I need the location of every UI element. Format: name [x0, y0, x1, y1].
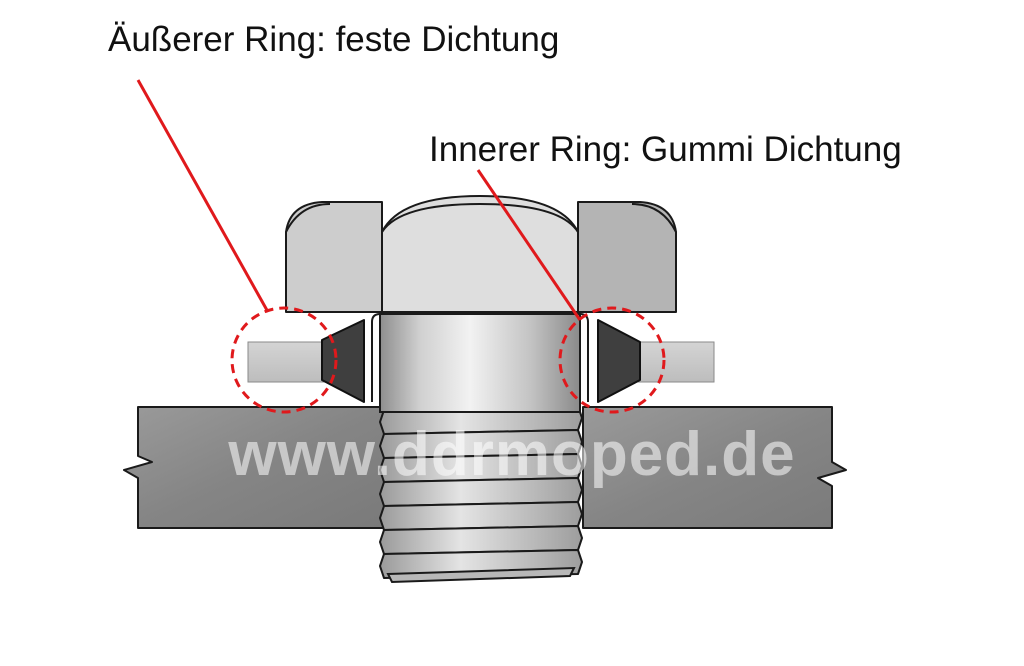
- hex-face-left: [285, 201, 383, 313]
- callout-circle-outer: [230, 306, 338, 414]
- hex-face-right: [577, 201, 677, 313]
- outer-ring-left: [247, 341, 327, 383]
- screw-shank: [379, 313, 581, 413]
- screw-head: [285, 195, 677, 313]
- outer-ring-seal: [247, 341, 715, 383]
- housing-plate: [123, 406, 847, 529]
- callout-inner: [476, 169, 666, 414]
- inner-ring-right: [597, 319, 641, 403]
- hex-chamfer: [285, 202, 677, 233]
- thread-tip: [386, 566, 576, 584]
- plate-right: [582, 406, 847, 529]
- hex-face-center: [381, 195, 579, 313]
- callout-outer: [136, 79, 338, 414]
- inner-ring-label: Innerer Ring: Gummi Dichtung: [429, 130, 902, 169]
- shank-undercut: [371, 313, 589, 402]
- callout-circle-inner: [558, 306, 666, 414]
- callout-line-inner: [476, 169, 582, 321]
- outer-ring-right: [637, 341, 715, 383]
- watermark: www.ddrmoped.de: [227, 420, 795, 489]
- outer-ring-label: Äußerer Ring: feste Dichtung: [108, 20, 560, 59]
- callout-line-outer: [136, 79, 270, 313]
